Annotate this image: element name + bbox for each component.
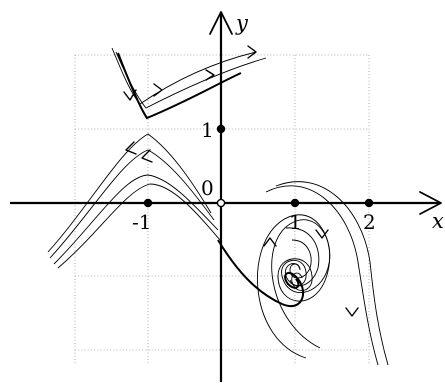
y-axis-label: y	[235, 11, 249, 35]
point-x-2	[364, 198, 374, 208]
point-x-neg1	[143, 198, 153, 208]
x-axis-arrow-icon	[419, 191, 442, 215]
tick-label-x-neg1: -1	[132, 210, 151, 234]
tick-label-y-1: 1	[201, 118, 214, 142]
y-axis	[209, 11, 233, 382]
tick-label-x-1: 1	[289, 210, 302, 234]
labels: x y -1 1 2 1 0	[132, 11, 444, 234]
x-axis	[10, 191, 442, 215]
trajectories	[47, 47, 389, 366]
tick-label-x-2: 2	[363, 210, 376, 234]
axis-points	[143, 124, 374, 208]
x-axis-label: x	[432, 209, 444, 233]
point-y-1	[216, 124, 226, 134]
point-x-1	[290, 198, 300, 208]
point-origin	[216, 198, 226, 208]
y-axis-arrow-icon	[209, 11, 233, 35]
origin-label: 0	[201, 176, 214, 200]
direction-arrows	[123, 45, 359, 317]
